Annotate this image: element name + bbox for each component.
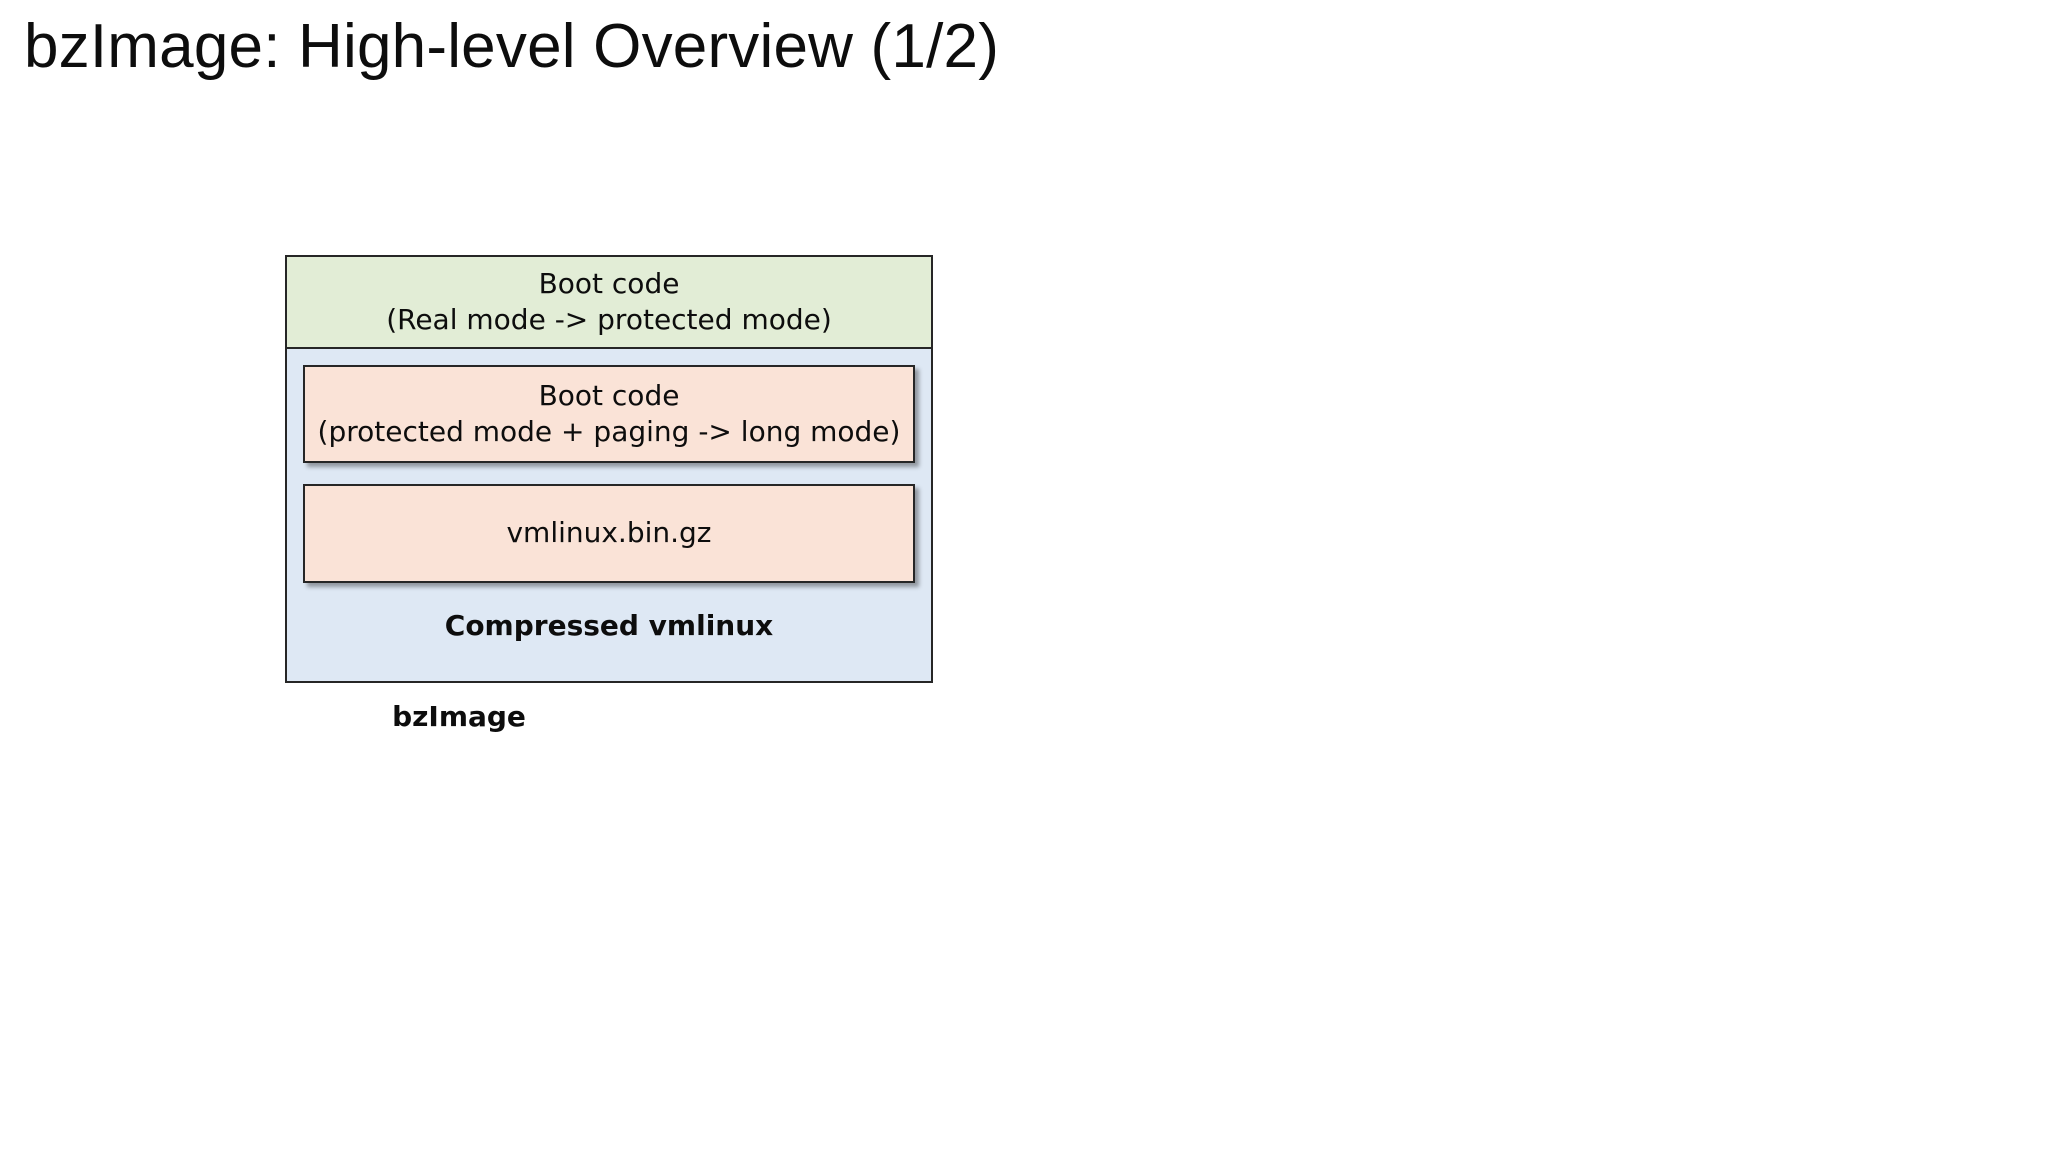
compressed-vmlinux-box: Boot code (protected mode + paging -> lo… xyxy=(285,347,933,683)
boot-code-real-mode-line2: (Real mode -> protected mode) xyxy=(386,303,832,336)
boot-code-long-mode-line1: Boot code xyxy=(538,378,680,412)
vmlinux-bin-gz-box: vmlinux.bin.gz xyxy=(303,484,915,583)
boot-code-real-mode-box: Boot code (Real mode -> protected mode) xyxy=(285,255,933,349)
boot-code-real-mode-line1: Boot code xyxy=(538,266,680,300)
compressed-vmlinux-label: Compressed vmlinux xyxy=(444,609,774,642)
boot-code-long-mode-line2: (protected mode + paging -> long mode) xyxy=(317,415,901,448)
page-title: bzImage: High-level Overview (1/2) xyxy=(24,12,1000,81)
bzimage-caption: bzImage xyxy=(392,700,526,733)
boot-code-long-mode-box: Boot code (protected mode + paging -> lo… xyxy=(303,365,915,463)
vmlinux-bin-gz-label: vmlinux.bin.gz xyxy=(506,516,712,550)
bzimage-structure-diagram: Boot code (Real mode -> protected mode) … xyxy=(285,255,933,683)
